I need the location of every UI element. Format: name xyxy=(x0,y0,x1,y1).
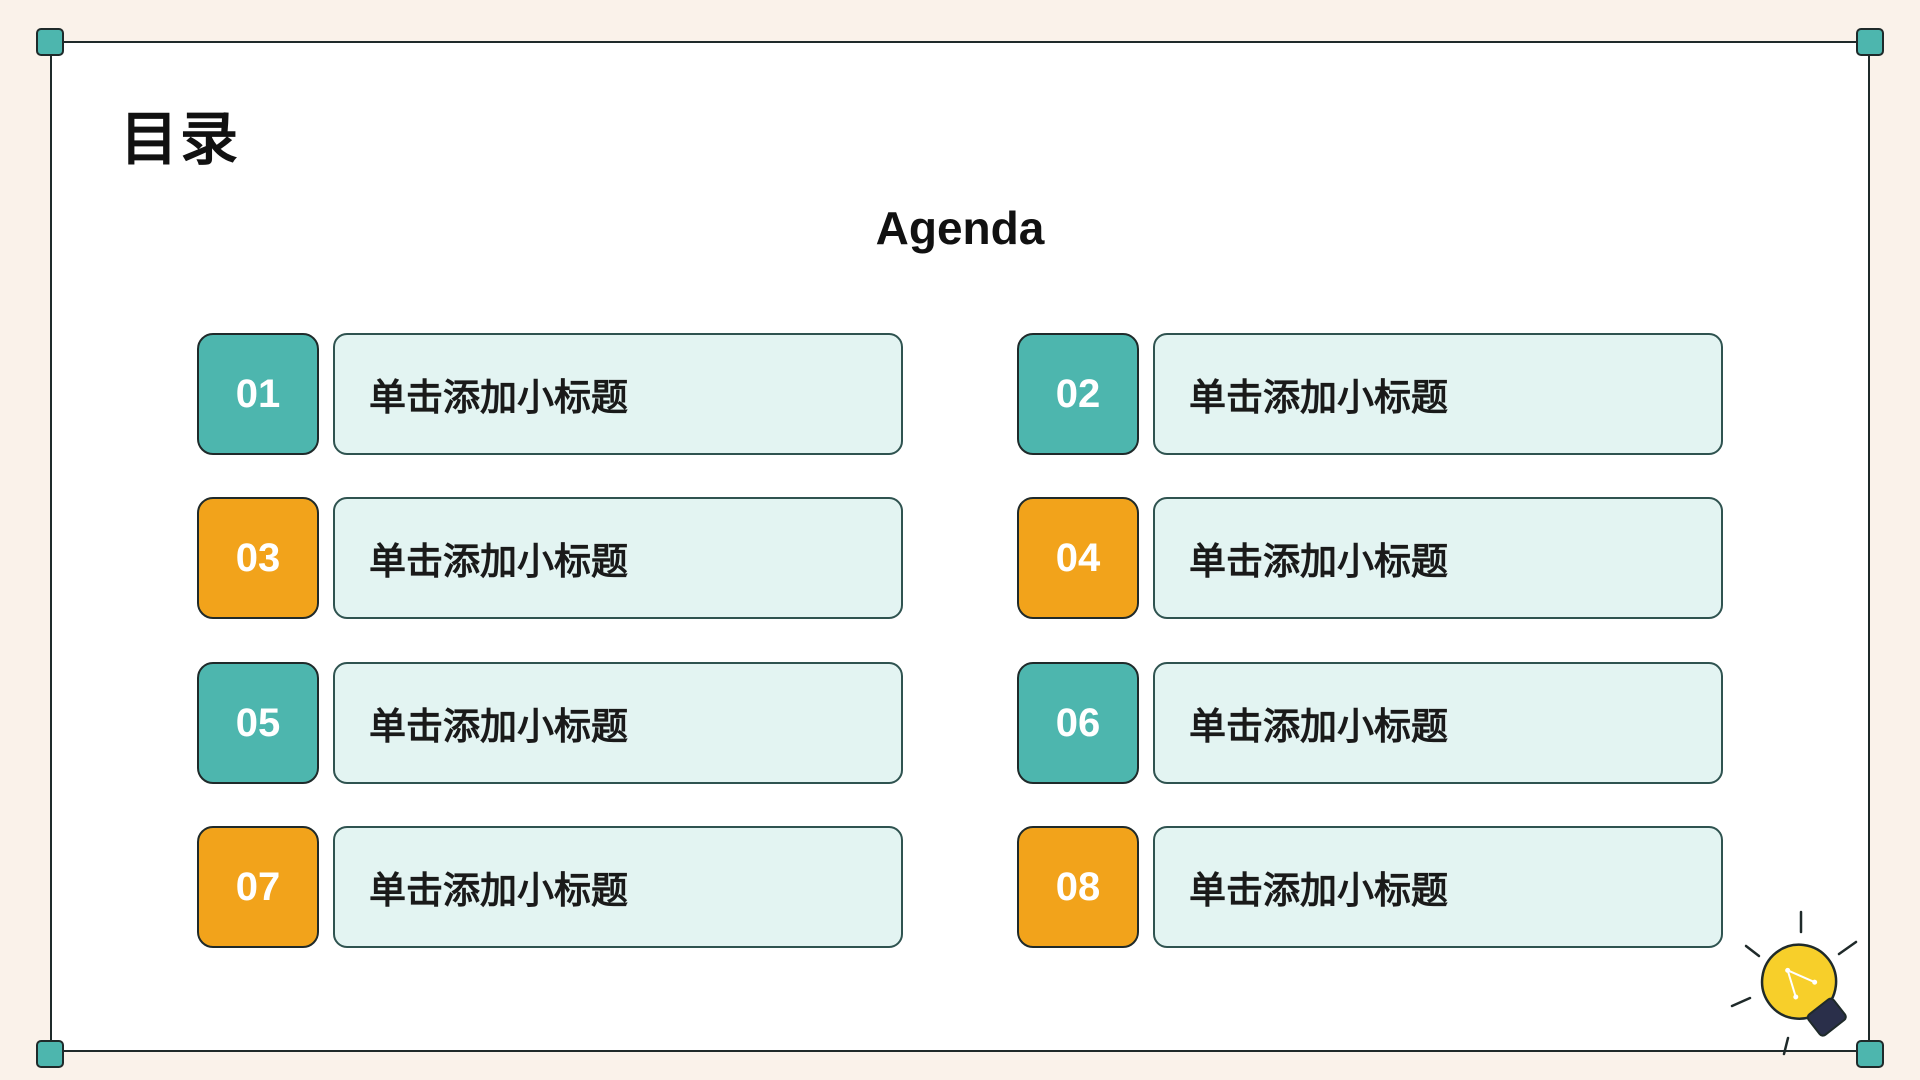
page-subtitle: Agenda xyxy=(875,202,1045,254)
corner-top-left xyxy=(36,28,64,56)
agenda-number-04: 04 xyxy=(1017,497,1139,619)
agenda-item-06[interactable]: 单击添加小标题 xyxy=(1153,662,1723,784)
agenda-item-01[interactable]: 单击添加小标题 xyxy=(333,333,903,455)
lightbulb-icon xyxy=(1730,910,1858,1056)
agenda-item-03[interactable]: 单击添加小标题 xyxy=(333,497,903,619)
agenda-number-05: 05 xyxy=(197,662,319,784)
agenda-item-08[interactable]: 单击添加小标题 xyxy=(1153,826,1723,948)
corner-top-right xyxy=(1856,28,1884,56)
corner-bottom-right xyxy=(1856,1040,1884,1068)
agenda-number-01: 01 xyxy=(197,333,319,455)
agenda-item-07[interactable]: 单击添加小标题 xyxy=(333,826,903,948)
agenda-number-02: 02 xyxy=(1017,333,1139,455)
agenda-number-03: 03 xyxy=(197,497,319,619)
agenda-item-05[interactable]: 单击添加小标题 xyxy=(333,662,903,784)
page-title: 目录 xyxy=(120,105,241,173)
agenda-number-08: 08 xyxy=(1017,826,1139,948)
agenda-item-02[interactable]: 单击添加小标题 xyxy=(1153,333,1723,455)
agenda-item-04[interactable]: 单击添加小标题 xyxy=(1153,497,1723,619)
corner-bottom-left xyxy=(36,1040,64,1068)
agenda-number-07: 07 xyxy=(197,826,319,948)
agenda-number-06: 06 xyxy=(1017,662,1139,784)
